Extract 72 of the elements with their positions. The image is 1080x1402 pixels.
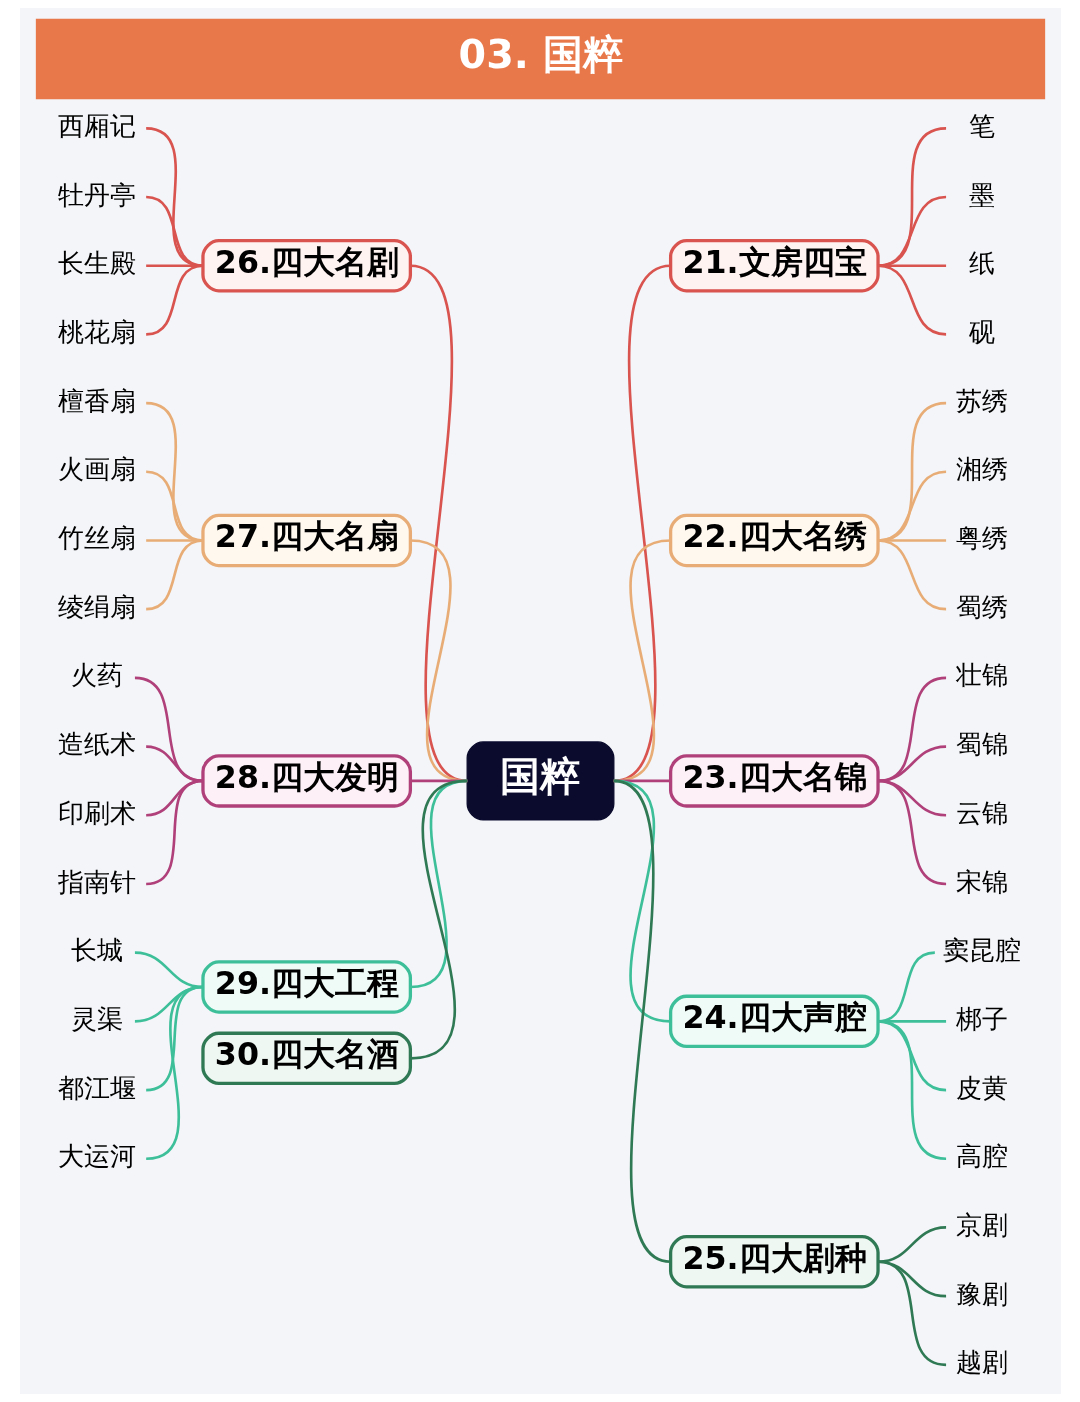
node-text: 灵渠 [70,1002,123,1034]
node-box: 28.四大发明 [200,754,412,808]
node-box: 23.四大名锦 [668,754,880,808]
node-text: 笔 [968,109,995,141]
connector [145,127,203,267]
node-text: 桃花扇 [57,316,136,348]
node-text: 高腔 [955,1140,1008,1172]
node-text: 火药 [70,659,123,691]
connector [877,1260,946,1298]
node-text: 绫绢扇 [57,590,136,622]
connector [145,539,203,542]
node-text: 窦昆腔 [942,934,1021,966]
node-text: 都江堰 [57,1071,136,1103]
node-text: 苏绣 [955,384,1008,416]
node-text: 湘绣 [955,453,1008,485]
connector [134,951,203,989]
connector [877,1260,946,1367]
connector [145,470,203,542]
node-text: 印刷术 [57,796,136,828]
node-box: 21.文房四宝 [668,238,880,293]
connector [877,127,946,267]
node-text: 宋锦 [955,865,1008,897]
connector [134,676,203,783]
node-text: 梆子 [955,1002,1008,1034]
node-text: 蜀绣 [955,590,1008,622]
diagram-title: 03. 国粹 [458,31,623,78]
connector [145,539,203,611]
connector [877,779,946,886]
node-box: 29.四大工程 [200,960,412,1014]
node-box: 26.四大名剧 [200,238,412,293]
node-text: 牡丹亭 [57,178,136,210]
node-box: 24.四大声腔 [668,994,880,1049]
node-text: 墨 [968,178,995,210]
node-text: 大运河 [57,1140,136,1172]
node-text: 西厢记 [57,109,136,141]
node-text: 长城 [70,934,123,966]
connector [877,264,946,336]
connector [145,264,203,268]
node-text: 指南针 [57,865,136,897]
node-box: 国粹 [466,741,614,821]
node-text: 豫剧 [955,1277,1008,1309]
node-text: 纸 [968,247,995,279]
node-text: 砚 [968,316,995,348]
connector [877,1226,946,1264]
connector [877,745,946,783]
node-text: 蜀锦 [955,728,1008,760]
connector [145,779,203,886]
connector [877,539,946,611]
connector [145,985,203,1161]
node-text: 粤绣 [955,522,1008,554]
node-box: 27.四大名扇 [200,513,412,568]
node-text: 竹丝扇 [57,522,136,554]
node-text: 皮黄 [955,1071,1008,1103]
connector [145,401,203,542]
connector [145,195,203,267]
connector [877,264,946,268]
node-text: 京剧 [955,1209,1008,1241]
node-box: 30.四大名酒 [200,1031,412,1086]
connector [877,676,946,783]
connector [145,745,203,783]
connector [877,1020,946,1161]
node-text: 长生殿 [57,247,136,279]
connector [877,195,946,267]
node-text: 越剧 [955,1346,1008,1378]
node-text: 檀香扇 [57,384,136,416]
node-text: 造纸术 [57,728,136,760]
node-text: 壮锦 [955,659,1008,691]
connector [145,264,203,336]
node-box: 25.四大剧种 [668,1235,880,1289]
node-box: 22.四大名绣 [668,513,880,568]
node-text: 云锦 [955,796,1008,828]
node-text: 火画扇 [57,453,136,485]
